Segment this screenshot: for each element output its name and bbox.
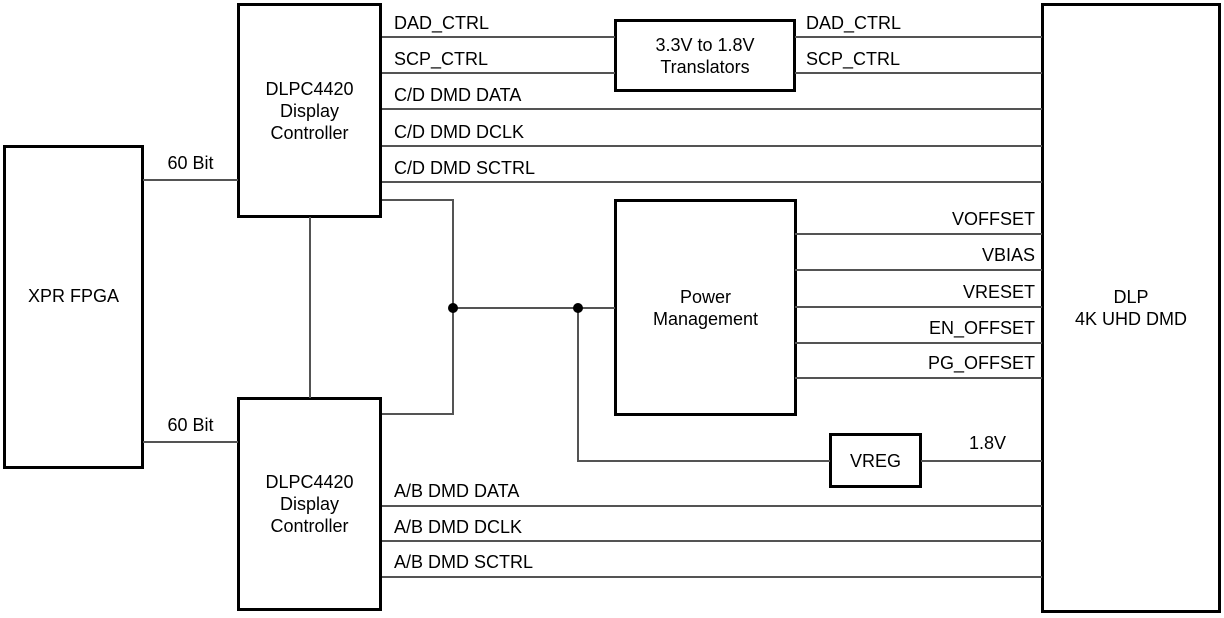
wire-voffset bbox=[795, 233, 1042, 235]
label-voffset: VOFFSET bbox=[951, 209, 1035, 229]
block-label: Translators bbox=[660, 56, 750, 77]
block-label: DLPC4420 bbox=[265, 78, 354, 99]
block-label: 4K UHD DMD bbox=[1074, 309, 1187, 329]
block-label: Power bbox=[679, 286, 732, 307]
label-dad-ctrl-right: DAD_CTRL bbox=[806, 13, 902, 33]
junction-dot bbox=[448, 303, 458, 313]
wire-en-offset bbox=[795, 342, 1042, 344]
wire-cd-dmd-data bbox=[382, 108, 1042, 110]
block-label: 3.3V to 1.8V bbox=[655, 34, 755, 55]
wire-scp-ctrl-left bbox=[382, 72, 615, 74]
label-vreset: VRESET bbox=[962, 282, 1035, 302]
block-label: Display bbox=[279, 494, 340, 514]
block-label: XPR FPGA bbox=[27, 286, 120, 306]
wire-ab-dmd-dclk bbox=[382, 540, 1042, 542]
label-cd-dmd-dclk: C/D DMD DCLK bbox=[394, 122, 525, 142]
label-scp-ctrl-left: SCP_CTRL bbox=[394, 49, 489, 69]
block-label: VREG bbox=[849, 450, 901, 471]
block-label: Display bbox=[279, 100, 340, 121]
wire-vreg-1p8v-output bbox=[921, 460, 1042, 462]
wire-vreg-input bbox=[577, 460, 830, 462]
label-ab-dmd-sctrl: A/B DMD SCTRL bbox=[394, 552, 534, 572]
block-xpr-fpga: XPR FPGA bbox=[3, 145, 144, 469]
label-60bit-bottom: 60 Bit bbox=[167, 415, 214, 435]
wire-power-feed-bottom-stub bbox=[382, 413, 454, 415]
wire-vreg-feed-vertical bbox=[577, 307, 579, 462]
block-label: DLPC4420 bbox=[265, 472, 354, 492]
label-ab-dmd-data: A/B DMD DATA bbox=[394, 481, 520, 501]
wire-dad-ctrl-right bbox=[795, 36, 1042, 38]
block-level-translators: 3.3V to 1.8V Translators bbox=[614, 19, 796, 92]
label-scp-ctrl-right: SCP_CTRL bbox=[806, 49, 901, 69]
block-label: Controller bbox=[270, 516, 349, 536]
block-dlp-4k-uhd-dmd: DLP 4K UHD DMD bbox=[1041, 3, 1221, 613]
block-power-management: Power Management bbox=[614, 199, 797, 416]
wire-cd-dmd-sctrl bbox=[382, 181, 1042, 183]
block-label: Controller bbox=[270, 122, 349, 143]
label-cd-dmd-data: C/D DMD DATA bbox=[394, 85, 522, 105]
label-pg-offset: PG_OFFSET bbox=[927, 353, 1035, 373]
block-dlpc4420-top: DLPC4420 Display Controller bbox=[237, 3, 382, 218]
junction-dot bbox=[573, 303, 583, 313]
wire-pg-offset bbox=[795, 377, 1042, 379]
wire-scp-ctrl-right bbox=[795, 72, 1042, 74]
label-1p8v: 1.8V bbox=[968, 433, 1006, 453]
wire-60bit-bottom bbox=[143, 441, 238, 443]
wire-power-feed-top-stub bbox=[382, 199, 454, 201]
wire-ab-dmd-data bbox=[382, 505, 1042, 507]
block-dlpc4420-bottom: DLPC4420 Display Controller bbox=[237, 397, 382, 611]
wire-dlpc-interconnect bbox=[309, 217, 311, 398]
wire-cd-dmd-dclk bbox=[382, 145, 1042, 147]
label-ab-dmd-dclk: A/B DMD DCLK bbox=[394, 517, 523, 537]
wire-power-mgmt-input bbox=[452, 307, 615, 309]
label-cd-dmd-sctrl: C/D DMD SCTRL bbox=[394, 158, 536, 178]
wire-ab-dmd-sctrl bbox=[382, 576, 1042, 578]
label-vbias: VBIAS bbox=[981, 245, 1035, 265]
wire-vreset bbox=[795, 306, 1042, 308]
wire-60bit-top bbox=[143, 179, 238, 181]
wire-dad-ctrl-left bbox=[382, 36, 615, 38]
block-label: Management bbox=[652, 308, 759, 329]
label-dad-ctrl-left: DAD_CTRL bbox=[394, 13, 490, 33]
label-en-offset: EN_OFFSET bbox=[928, 318, 1035, 338]
block-vreg: VREG bbox=[829, 433, 922, 488]
wire-vbias bbox=[795, 269, 1042, 271]
label-60bit-top: 60 Bit bbox=[167, 153, 214, 173]
block-label: DLP bbox=[1113, 287, 1149, 307]
